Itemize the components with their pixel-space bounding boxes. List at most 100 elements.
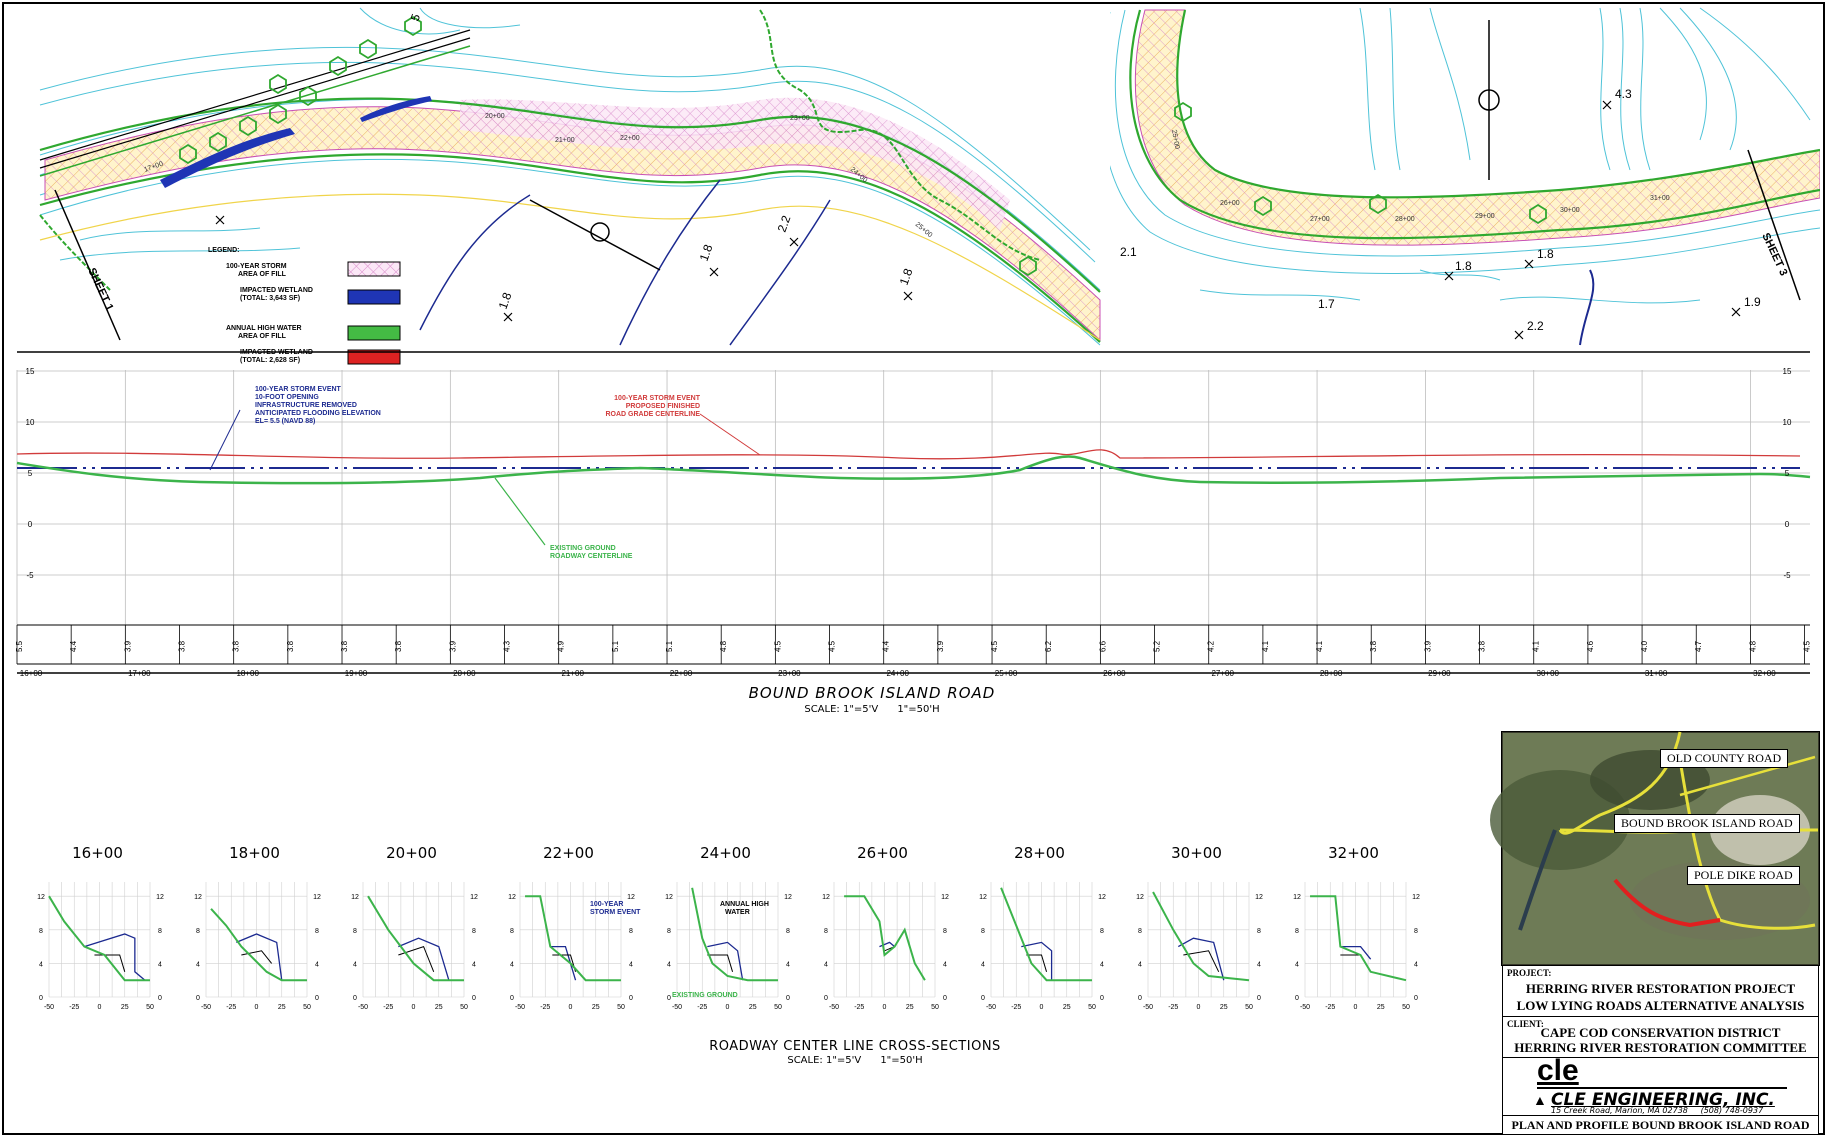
cross-section-station: 24+00	[700, 844, 751, 862]
profile-elevation-value: 4.5	[990, 640, 999, 652]
cross-section-y-tick: 0	[353, 995, 357, 1002]
cross-section-y-tick: 12	[941, 894, 949, 901]
profile-elevation-value: 4.4	[882, 640, 891, 652]
profile-elevation-value: 4.7	[1694, 640, 1703, 652]
profile-elevation-value: 4.5	[773, 640, 782, 652]
existing-ground-line	[48, 895, 150, 982]
annual-high-water-line	[1183, 950, 1220, 973]
plan-view-right	[1110, 7, 1820, 346]
cross-section-y-tick: 12	[1098, 894, 1106, 901]
cross-section-station: 18+00	[229, 844, 280, 862]
profile-station-label: 21+00	[561, 669, 584, 678]
profile-elevation-value: 3.8	[1478, 640, 1487, 652]
legend-swatch-high-water-fill	[347, 325, 401, 341]
cross-section-station: 20+00	[386, 844, 437, 862]
profile-y-tick-right: -5	[1783, 571, 1791, 580]
storm-event-line	[84, 933, 146, 981]
station-label: 23+00	[790, 115, 810, 122]
profile-elevation-value: 3.8	[232, 640, 241, 652]
station-label: 30+00	[1560, 207, 1580, 214]
cross-section-x-tick: 25	[121, 1004, 129, 1011]
cross-section-x-tick: -50	[829, 1004, 839, 1011]
locus-label-bound-brook-island-road: BOUND BROOK ISLAND ROAD	[1614, 814, 1800, 833]
cross-section-y-tick: 8	[39, 928, 43, 935]
existing-ground-line	[210, 908, 307, 982]
cross-section-y-tick: 0	[824, 995, 828, 1002]
cross-section-x-tick: 50	[1402, 1004, 1410, 1011]
legend-swatch-impacted-wetland-red	[347, 349, 401, 365]
cross-section-x-tick: -50	[515, 1004, 525, 1011]
spot-elevation: 1.7	[1318, 297, 1335, 311]
cross-section-y-tick: 0	[315, 995, 319, 1002]
cross-section-x-tick: -50	[44, 1004, 54, 1011]
client-tag: CLIENT:	[1507, 1019, 1544, 1029]
cross-section-x-tick: -25	[383, 1004, 393, 1011]
profile-station-label: 23+00	[778, 669, 801, 678]
cross-section-x-tick: 50	[303, 1004, 311, 1011]
cross-section-x-tick: 50	[774, 1004, 782, 1011]
cross-section-y-tick: 8	[315, 928, 319, 935]
profile-elevation-value: 4.2	[1207, 640, 1216, 652]
cross-section-x-tick: -25	[226, 1004, 236, 1011]
profile-station-label: 17+00	[128, 669, 151, 678]
station-label: 20+00	[485, 113, 505, 120]
cross-section-y-tick: 4	[629, 961, 633, 968]
existing-ground-line	[525, 895, 621, 982]
annual-high-water-line	[1026, 954, 1048, 972]
cross-section-x-tick: 25	[906, 1004, 914, 1011]
cross-section-y-tick: 8	[667, 928, 671, 935]
spot-elevation: 2.1	[1120, 245, 1137, 259]
profile-station-label: 31+00	[1645, 669, 1668, 678]
cross-section-station: 30+00	[1171, 844, 1222, 862]
cross-section-y-tick: 8	[824, 928, 828, 935]
cross-section-y-tick: 0	[472, 995, 476, 1002]
cross-section-y-tick: 0	[1138, 995, 1142, 1002]
spot-elevation: 5	[408, 12, 424, 23]
profile-station-label: 25+00	[995, 669, 1018, 678]
cross-section-y-tick: 0	[196, 995, 200, 1002]
cross-section-y-tick: 8	[1295, 928, 1299, 935]
title-block-client: CLIENT: CAPE COD CONSERVATION DISTRICT H…	[1502, 1016, 1819, 1058]
station-label: 22+00	[620, 135, 640, 142]
cross-section-x-tick: 0	[1040, 1004, 1044, 1011]
station-label: 21+00	[555, 137, 575, 144]
profile-station-label: 16+00	[20, 669, 43, 678]
sections-title: ROADWAY CENTER LINE CROSS-SECTIONS	[709, 1039, 1001, 1054]
profile-elevation-value: 4.9	[557, 640, 566, 652]
profile-station-label: 29+00	[1428, 669, 1451, 678]
cross-section-y-tick: 12	[194, 894, 202, 901]
cross-section-y-tick: 12	[1255, 894, 1263, 901]
spot-elevation: 1.9	[1744, 295, 1761, 309]
profile-station-label: 28+00	[1320, 669, 1343, 678]
cross-section-y-tick: 4	[158, 961, 162, 968]
title-block-project: PROJECT: HERRING RIVER RESTORATION PROJE…	[1502, 965, 1819, 1017]
storm-event-line	[707, 941, 744, 981]
cross-section-y-tick: 0	[510, 995, 514, 1002]
cross-section-y-tick: 12	[784, 894, 792, 901]
cross-section-y-tick: 12	[156, 894, 164, 901]
cross-section-y-tick: 4	[510, 961, 514, 968]
project-tag: PROJECT:	[1507, 968, 1552, 978]
profile-y-tick-right: 10	[1783, 418, 1792, 427]
cross-section-x-tick: 25	[1377, 1004, 1385, 1011]
profile-elevation-value: 3.8	[1369, 640, 1378, 652]
profile-elevation-value: 3.9	[1423, 640, 1432, 652]
plan-view-left	[39, 7, 1101, 346]
legend-swatch-storm-fill	[347, 261, 401, 277]
cross-section-y-tick: 4	[353, 961, 357, 968]
existing-ground-line	[1152, 891, 1250, 982]
cross-section-x-tick: 50	[146, 1004, 154, 1011]
cross-section-x-tick: 0	[98, 1004, 102, 1011]
profile-elevation-value: 4.8	[1748, 640, 1757, 652]
profile-y-tick-left: 10	[26, 418, 35, 427]
spot-elevation: 2.2	[775, 213, 794, 234]
